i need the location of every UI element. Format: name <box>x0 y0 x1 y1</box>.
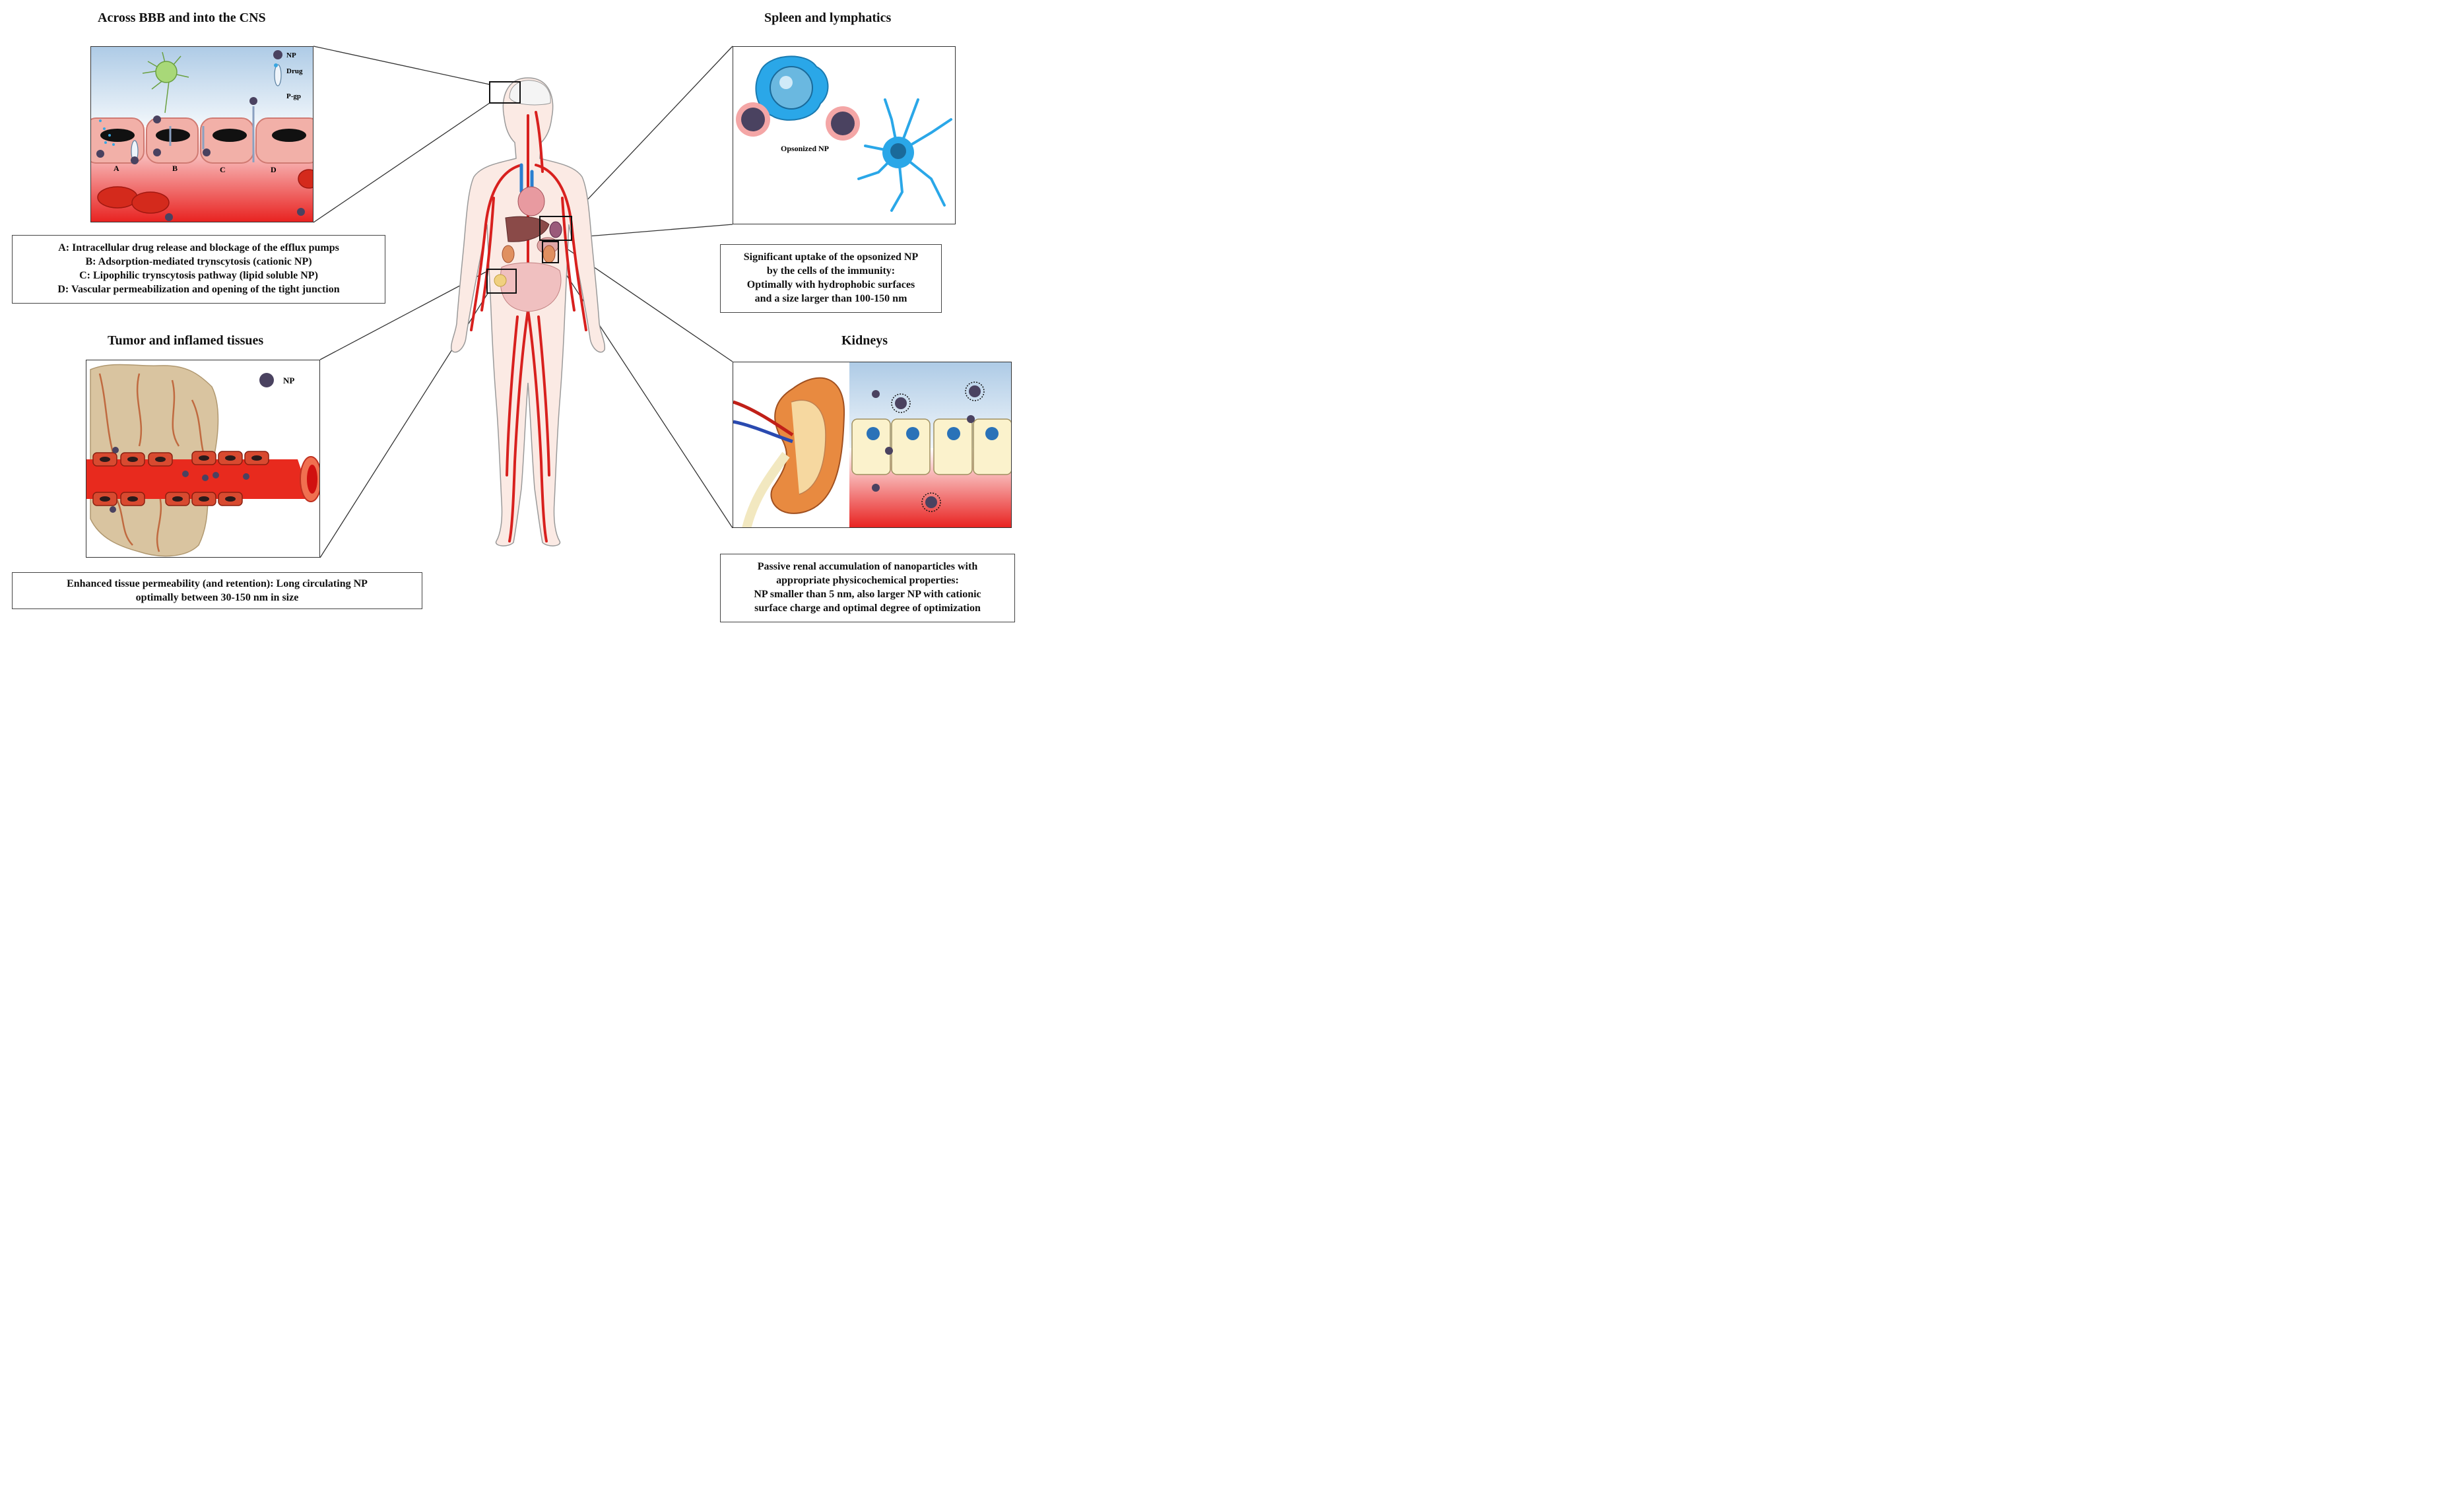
tumor-illustration: NP <box>86 364 319 557</box>
bbb-caption-line: B: Adsorption-mediated trynscytosis (cat… <box>85 256 312 267</box>
kidneys-caption-line: appropriate physicochemical properties: <box>776 575 959 586</box>
opsonized-np-left <box>736 102 770 137</box>
bbb-legend-np: NP <box>286 51 296 59</box>
bbb-caption-line: C: Lipophilic trynscytosis pathway (lipi… <box>79 270 318 281</box>
spleen-caption: Significant uptake of the opsonized NP b… <box>720 244 942 313</box>
focus-box-tumor <box>486 269 517 294</box>
spleen-organ <box>549 221 562 238</box>
tumor-caption-line: optimally between 30-150 nm in size <box>135 592 299 603</box>
pathway-letter-d: D <box>271 165 277 174</box>
bbb-legend-pgp: P-gp <box>286 92 301 100</box>
bbb-illustration: NP Drug P-gp A B C D <box>91 47 313 222</box>
opsonized-np-label: Opsonized NP <box>781 144 829 153</box>
bbb-legend-drug: Drug <box>286 67 303 75</box>
blood-vessel <box>86 459 311 499</box>
spleen-panel: Opsonized NP <box>733 46 956 224</box>
tumor-caption-line: Enhanced tissue permeability (and retent… <box>67 578 368 589</box>
tumor-title: Tumor and inflamed tissues <box>108 333 264 348</box>
bbb-title: Across BBB and into the CNS <box>98 11 266 25</box>
kidneys-caption-line: surface charge and optimal degree of opt… <box>754 603 981 614</box>
renal-artery <box>733 400 794 437</box>
kidneys-caption-line: NP smaller than 5 nm, also larger NP wit… <box>754 589 981 600</box>
spleen-illustration: Opsonized NP <box>736 55 952 212</box>
kidneys-illustration <box>733 362 1011 527</box>
kidneys-caption: Passive renal accumulation of nanopartic… <box>720 554 1015 622</box>
kidney-left <box>502 245 515 263</box>
ureter <box>742 451 790 527</box>
focus-box-kidney <box>542 241 559 263</box>
kidneys-caption-line: Passive renal accumulation of nanopartic… <box>757 561 978 572</box>
pathway-letter-b: B <box>172 164 178 173</box>
tumor-panel: NP <box>86 360 320 558</box>
macrophage <box>755 55 829 121</box>
focus-boxes <box>486 81 572 294</box>
renal-vein <box>733 420 793 444</box>
liver <box>505 216 550 242</box>
kidneys-title: Kidneys <box>841 333 888 348</box>
bbb-caption-line: A: Intracellular drug release and blocka… <box>58 242 339 253</box>
pathway-letter-c: C <box>220 165 226 174</box>
spleen-caption-line: and a size larger than 100-150 nm <box>754 293 907 304</box>
tumor-legend-np: NP <box>283 376 294 385</box>
focus-box-brain <box>489 81 521 104</box>
spleen-caption-line: by the cells of the immunity: <box>766 265 896 277</box>
spleen-title: Spleen and lymphatics <box>764 11 892 25</box>
spleen-caption-line: Significant uptake of the opsonized NP <box>743 251 919 263</box>
bbb-caption-line: D: Vascular permeabilization and opening… <box>57 284 340 295</box>
pathway-letter-a: A <box>114 164 119 173</box>
astrocyte <box>142 51 189 114</box>
opsonized-np-right <box>826 106 860 141</box>
focus-box-spleen <box>539 216 572 241</box>
spleen-caption-line: Optimally with hydrophobic surfaces <box>746 279 915 290</box>
tumor-caption: Enhanced tissue permeability (and retent… <box>12 572 422 609</box>
heart <box>517 186 545 216</box>
kidney-right <box>542 245 556 263</box>
tumor-site <box>494 274 507 287</box>
bbb-panel: NP Drug P-gp A B C D <box>90 46 313 222</box>
kidneys-panel <box>733 362 1012 528</box>
bbb-caption: A: Intracellular drug release and blocka… <box>12 235 385 304</box>
body-and-connectors <box>313 46 733 558</box>
